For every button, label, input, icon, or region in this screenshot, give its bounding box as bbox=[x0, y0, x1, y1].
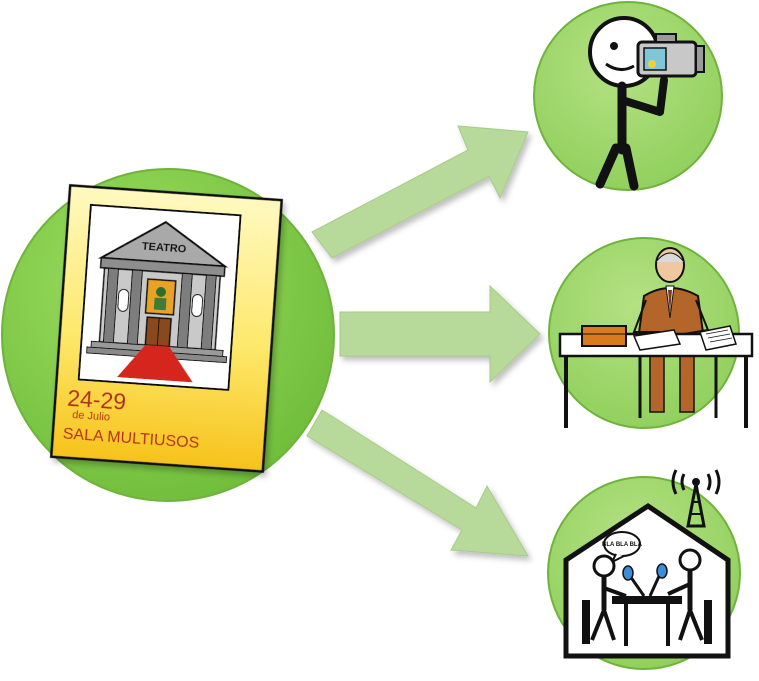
theater-label: TEATRO bbox=[142, 241, 188, 256]
radio-studio-icon: BLA BLA BLA bbox=[563, 469, 731, 659]
poster-dates: 24-29 bbox=[66, 385, 126, 415]
arrow-to-camera bbox=[311, 125, 529, 259]
man-at-desk-icon bbox=[558, 247, 754, 428]
event-poster: TEATRO 24-29 de Juli bbox=[49, 184, 284, 473]
arrow-to-office bbox=[339, 284, 541, 384]
arrow-to-radio bbox=[306, 409, 529, 557]
theater-building-icon: TEATRO bbox=[86, 220, 229, 383]
speech-bubble-text: BLA BLA BLA bbox=[602, 542, 643, 548]
video-camera-person-icon bbox=[588, 16, 705, 191]
poster-month: de Julio bbox=[72, 409, 111, 424]
